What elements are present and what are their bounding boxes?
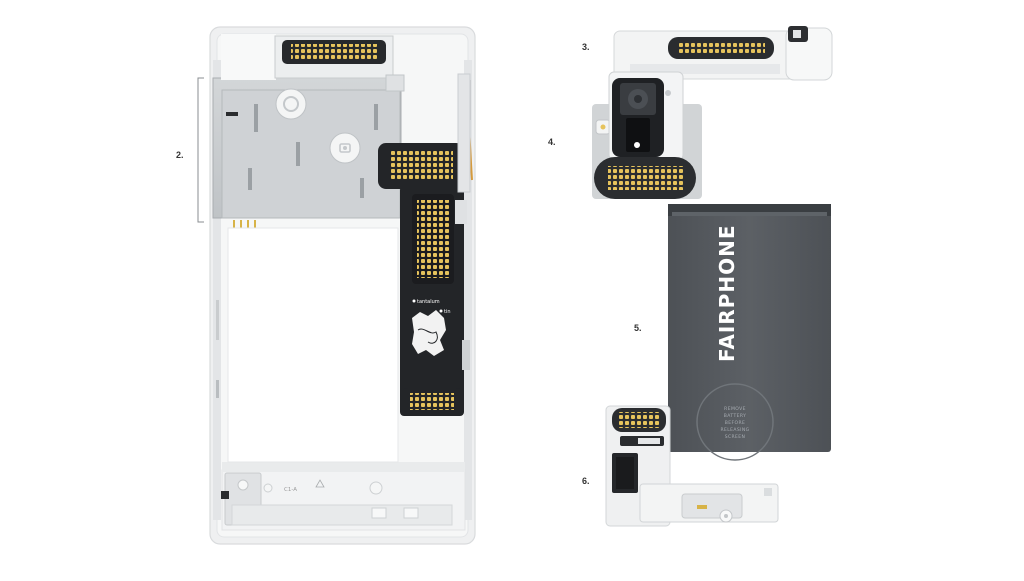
module-2-shield-assembly [212, 34, 405, 228]
label-part-5: 5. [634, 323, 642, 333]
label-part-3: 3. [582, 42, 590, 52]
module-3-top-connector [613, 26, 833, 81]
drc-map-illustration [412, 310, 446, 356]
battery-notice-1: REMOVE [724, 406, 746, 412]
module-5-battery: FAIRPHONE REMOVE BATTERY BEFORE RELEASIN… [668, 204, 831, 461]
battery-notice-4: RELEASING [720, 427, 749, 433]
warning-triangle-icon [315, 479, 325, 488]
frame-imprint: C1-A [284, 487, 297, 493]
label-part-2: 2. [176, 150, 184, 160]
module-4-camera [592, 71, 702, 199]
battery-cavity [227, 227, 399, 463]
label-part-4: 4. [548, 137, 556, 147]
battery-notice-3: BEFORE [725, 420, 745, 426]
label-part-6: 6. [582, 476, 590, 486]
module-6-bottom-speaker [605, 405, 779, 527]
map-label-tin: tin [444, 309, 451, 315]
battery-brand-text: FAIRPHONE [715, 225, 739, 363]
map-label-tantalum: tantalum [417, 299, 440, 305]
battery-notice-5: SCREEN [725, 434, 746, 440]
main-pcb-board: tantalum tin [378, 73, 473, 416]
battery-notice-2: BATTERY [724, 413, 746, 419]
